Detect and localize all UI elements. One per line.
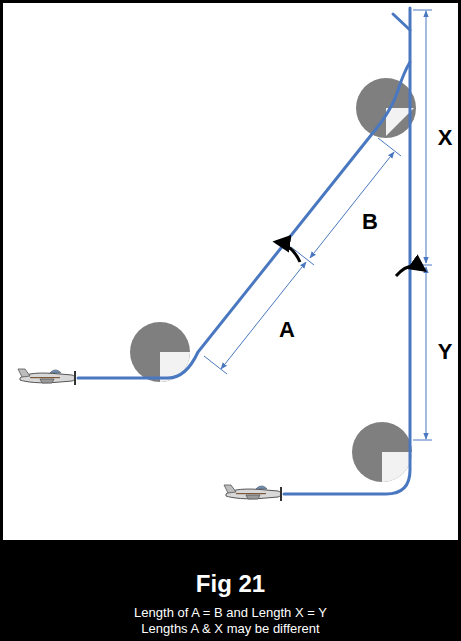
figure-title: Fig 21 [196, 570, 265, 598]
flight-path [398, 62, 410, 90]
airplane [224, 485, 282, 501]
dimension-label: X [438, 125, 453, 151]
airplane [18, 369, 76, 385]
turn-circle [352, 422, 412, 482]
dimension-label: A [279, 317, 295, 343]
roll-arrow [396, 266, 424, 276]
flight-path [78, 90, 398, 378]
turn-circle [356, 78, 416, 138]
snap-tail [393, 14, 410, 30]
caption-line: Length of A = B and Length X = Y [134, 605, 327, 620]
flight-path [284, 8, 410, 494]
caption-line: Lengths A & X may be different [141, 621, 319, 636]
dimension-lines [413, 10, 432, 440]
roll-arrow [276, 242, 300, 262]
dimension-label: B [362, 209, 378, 235]
dimension-label: Y [438, 339, 453, 365]
dimension-lines [204, 138, 401, 374]
caption-band [0, 540, 461, 641]
